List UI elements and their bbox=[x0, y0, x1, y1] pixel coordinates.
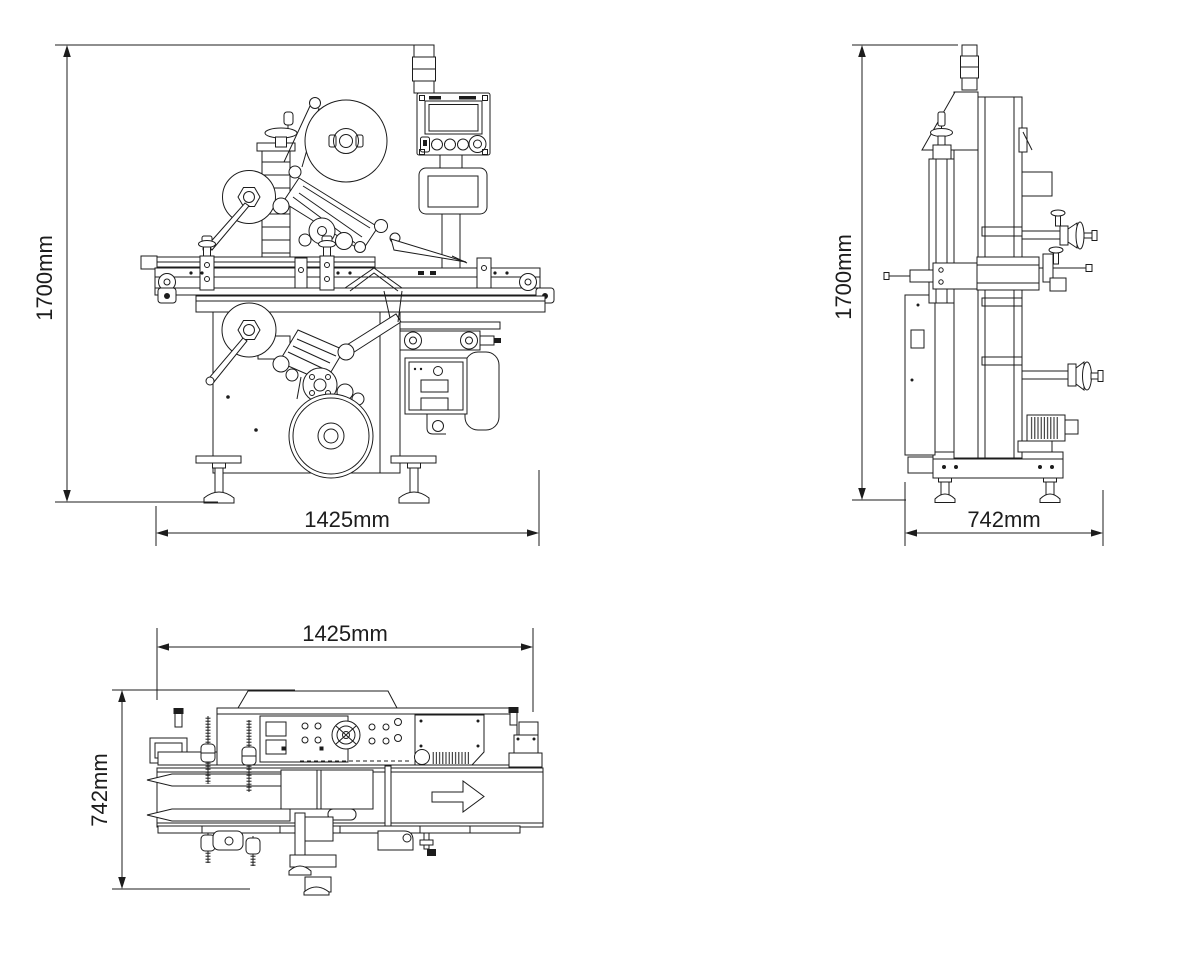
top-width-dimension-label: 1425mm bbox=[302, 621, 388, 646]
front-height-dimension-label: 1700mm bbox=[32, 235, 57, 321]
top-depth-dimension: 742mm bbox=[87, 689, 295, 890]
top-depth-dimension-label: 742mm bbox=[87, 753, 112, 826]
front-tower-light-icon bbox=[412, 44, 436, 94]
side-height-dimension-label: 1700mm bbox=[831, 234, 856, 320]
side-upper-handwheel bbox=[1022, 221, 1098, 250]
top-machine-drawing bbox=[146, 690, 544, 896]
front-hmi-panel bbox=[416, 92, 491, 156]
side-motor bbox=[1017, 414, 1079, 453]
side-height-dimension: 1700mm bbox=[831, 44, 958, 501]
conveyor-direction-arrow-icon bbox=[431, 780, 485, 813]
front-monitor bbox=[418, 167, 488, 215]
front-machine-drawing bbox=[140, 44, 555, 504]
side-depth-dimension: 742mm bbox=[904, 482, 1104, 546]
side-view: 1700mm 742mm bbox=[831, 44, 1104, 546]
side-lower-handwheel bbox=[1022, 361, 1104, 391]
side-legs bbox=[934, 477, 1061, 503]
top-body-hump bbox=[237, 690, 398, 709]
top-adjustment-rods bbox=[200, 716, 257, 792]
front-drive-assembly bbox=[399, 321, 501, 435]
side-conveyor-section bbox=[883, 209, 1066, 291]
front-conveyor bbox=[140, 235, 555, 304]
front-bottom-labeling-head bbox=[205, 290, 403, 479]
top-handwheel bbox=[331, 720, 361, 750]
front-width-dimension: 1425mm bbox=[155, 470, 540, 546]
top-electrical-box bbox=[414, 714, 485, 766]
front-top-labeling-head bbox=[202, 97, 468, 268]
front-view: 1700mm 1425mm bbox=[32, 44, 555, 546]
front-height-dimension: 1700mm bbox=[32, 44, 414, 503]
front-width-dimension-label: 1425mm bbox=[304, 507, 390, 532]
top-view: 1425mm 742mm bbox=[87, 621, 544, 896]
front-legs bbox=[195, 455, 437, 504]
top-underside-hardware bbox=[157, 812, 521, 896]
side-machine-drawing bbox=[883, 44, 1104, 503]
side-depth-dimension-label: 742mm bbox=[967, 507, 1040, 532]
top-width-dimension: 1425mm bbox=[156, 621, 534, 712]
